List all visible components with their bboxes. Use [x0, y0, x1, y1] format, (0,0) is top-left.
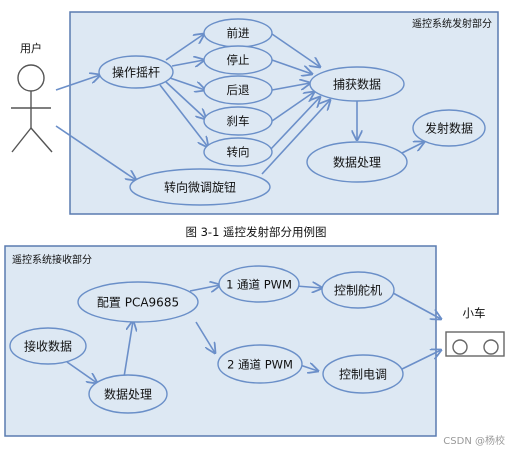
usecase-forward: 前进 [203, 18, 273, 48]
transmitter-system-label: 遥控系统发射部分 [412, 17, 492, 30]
svg-text:发射数据: 发射数据 [425, 121, 473, 136]
car-icon [445, 331, 505, 357]
svg-text:转向微调旋钮: 转向微调旋钮 [164, 180, 236, 195]
svg-text:转向: 转向 [227, 145, 250, 159]
svg-text:2 通道 PWM: 2 通道 PWM [227, 358, 293, 372]
usecase-receive-data: 接收数据 [9, 327, 87, 365]
user-actor [11, 64, 53, 153]
svg-text:捕获数据: 捕获数据 [333, 77, 381, 92]
svg-text:控制电调: 控制电调 [339, 368, 387, 382]
svg-text:数据处理: 数据处理 [333, 155, 381, 170]
svg-text:后退: 后退 [227, 83, 250, 97]
svg-text:数据处理: 数据处理 [104, 387, 152, 402]
usecase-config-pca9685: 配置 PCA9685 [77, 281, 199, 323]
usecase-turn: 转向 [203, 137, 273, 167]
usecase-ch2-pwm: 2 通道 PWM [217, 344, 303, 384]
svg-text:接收数据: 接收数据 [24, 339, 72, 354]
car-actor-label: 小车 [463, 306, 486, 320]
svg-text:前进: 前进 [227, 26, 250, 40]
usecase-process-data-rx: 数据处理 [88, 374, 168, 414]
usecase-brake: 刹车 [203, 106, 273, 136]
svg-text:1 通道 PWM: 1 通道 PWM [226, 278, 292, 292]
usecase-send-data: 发射数据 [412, 109, 486, 147]
svg-text:操作摇杆: 操作摇杆 [112, 65, 160, 80]
user-actor-label: 用户 [20, 41, 42, 55]
usecase-backward: 后退 [203, 75, 273, 105]
svg-text:刹车: 刹车 [227, 114, 250, 128]
usecase-control-esc: 控制电调 [322, 354, 404, 394]
usecase-process-data-tx: 数据处理 [306, 141, 408, 183]
usecase-stop: 停止 [203, 45, 273, 75]
receiver-edges [66, 285, 441, 383]
watermark: CSDN @杨校 [443, 434, 505, 447]
usecase-ch1-pwm: 1 通道 PWM [218, 265, 300, 303]
usecase-trim-knob: 转向微调旋钮 [129, 168, 271, 206]
svg-text:配置 PCA9685: 配置 PCA9685 [97, 296, 179, 310]
transmitter-edges [55, 34, 424, 180]
usecase-capture-data: 捕获数据 [309, 66, 405, 102]
svg-text:控制舵机: 控制舵机 [334, 283, 382, 298]
svg-text:停止: 停止 [227, 53, 250, 67]
figure-caption: 图 3-1 遥控发射部分用例图 [185, 225, 326, 239]
receiver-system-label: 遥控系统接收部分 [12, 253, 92, 266]
usecase-control-servo: 控制舵机 [321, 271, 395, 309]
usecase-joystick: 操作摇杆 [98, 55, 174, 89]
